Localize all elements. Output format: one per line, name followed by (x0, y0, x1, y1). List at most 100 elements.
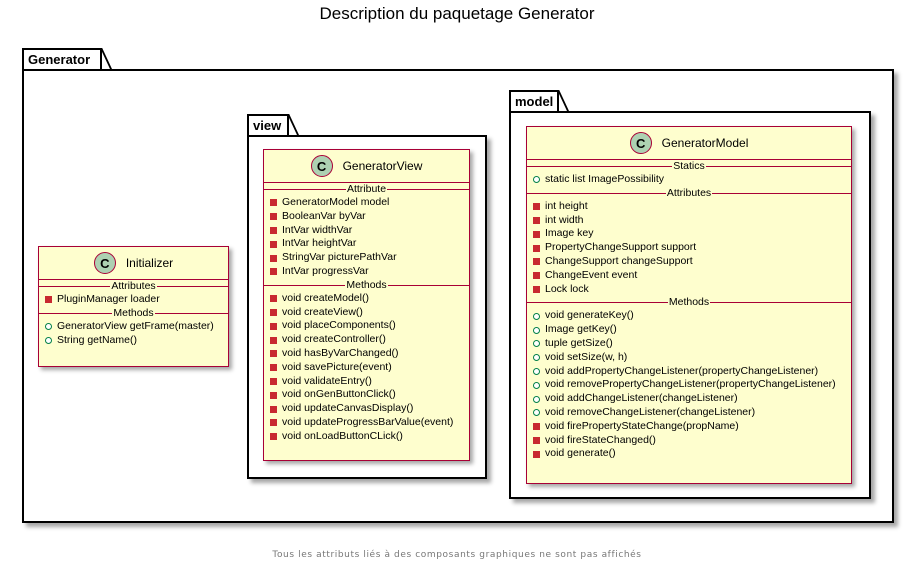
member-text: void savePicture(event) (282, 360, 392, 373)
member-text: StringVar picturePathVar (282, 251, 397, 264)
member-row: void fireStateChanged() (527, 434, 851, 448)
member-row: void firePropertyStateChange(propName) (527, 420, 851, 434)
class-icon: C (629, 132, 652, 154)
private-visibility-icon (270, 295, 277, 303)
private-visibility-icon (533, 423, 540, 431)
member-text: void addChangeListener(changeListener) (545, 392, 738, 405)
section-separator: Attribute (264, 183, 469, 196)
public-visibility-icon (533, 326, 540, 334)
member-row: void savePicture(event) (264, 361, 469, 375)
member-row: int width (527, 214, 851, 228)
class-header: C Initializer (39, 247, 228, 280)
public-visibility-icon (533, 409, 540, 417)
private-visibility-icon (270, 419, 277, 427)
public-visibility-icon (533, 354, 540, 362)
class-name: GeneratorModel (661, 136, 749, 150)
package-label-model: model (515, 94, 554, 109)
public-visibility-icon (533, 395, 540, 403)
private-visibility-icon (270, 322, 277, 330)
private-visibility-icon (270, 268, 277, 276)
member-row: Image getKey() (527, 323, 851, 337)
private-visibility-icon (533, 244, 540, 252)
package-tab-view: view (247, 114, 289, 137)
private-visibility-icon (270, 364, 277, 372)
section-separator: Attributes (39, 280, 228, 293)
private-visibility-icon (270, 350, 277, 358)
class-header: C GeneratorView (264, 150, 469, 183)
member-row: ChangeSupport changeSupport (527, 255, 851, 269)
member-text: void fireStateChanged() (545, 433, 656, 446)
member-row: void addChangeListener(changeListener) (527, 392, 851, 406)
member-row: tuple getSize() (527, 337, 851, 351)
member-row: GeneratorView getFrame(master) (39, 320, 228, 334)
member-text: int height (545, 199, 588, 212)
public-visibility-icon (533, 367, 540, 375)
member-row: int height (527, 200, 851, 214)
member-row: IntVar progressVar (264, 265, 469, 279)
member-row: void generateKey() (527, 309, 851, 323)
private-visibility-icon (270, 336, 277, 344)
member-text: void setSize(w, h) (545, 350, 628, 363)
member-row: void addPropertyChangeListener(propertyC… (527, 365, 851, 379)
member-text: void generate() (545, 447, 616, 460)
member-row: void updateProgressBarValue(event) (264, 416, 469, 430)
member-row: String getName() (39, 334, 228, 348)
member-row: void generate() (527, 447, 851, 461)
member-row: void createView() (264, 306, 469, 320)
private-visibility-icon (533, 216, 540, 224)
public-visibility-icon (533, 381, 540, 389)
private-visibility-icon (270, 391, 277, 399)
member-text: void validateEntry() (282, 374, 372, 387)
private-visibility-icon (270, 308, 277, 316)
section-label: Methods (667, 296, 711, 310)
section-separator: Methods (39, 306, 228, 320)
class-header: C GeneratorModel (527, 127, 851, 160)
section-label: Attribute (345, 183, 388, 196)
member-row: Image key (527, 227, 851, 241)
member-text: void createView() (282, 305, 363, 318)
member-text: void createController() (282, 333, 386, 346)
member-row: void createController() (264, 333, 469, 347)
public-visibility-icon (533, 340, 540, 348)
private-visibility-icon (533, 450, 540, 458)
member-row: IntVar widthVar (264, 224, 469, 238)
section-separator: Statics (527, 160, 851, 173)
member-text: void onGenButtonClick() (282, 388, 396, 401)
package-tab-generator: Generator (22, 48, 102, 71)
private-visibility-icon (533, 203, 540, 211)
member-text: GeneratorModel model (282, 196, 390, 208)
private-visibility-icon (45, 296, 52, 304)
member-row: PluginManager loader (39, 293, 228, 307)
public-visibility-icon (45, 336, 52, 344)
diagram-title: Description du paquetage Generator (319, 4, 595, 23)
private-visibility-icon (533, 272, 540, 280)
member-row: BooleanVar byVar (264, 210, 469, 224)
class-name: GeneratorView (342, 159, 423, 173)
class-initializer: C Initializer Attributes PluginManager l… (38, 246, 229, 367)
member-text: IntVar heightVar (282, 237, 357, 250)
member-row: GeneratorModel model (264, 196, 469, 210)
private-visibility-icon (533, 258, 540, 266)
private-visibility-icon (270, 405, 277, 413)
private-visibility-icon (270, 213, 277, 221)
package-label-view: view (253, 118, 282, 133)
member-row: Lock lock (527, 283, 851, 297)
member-text: void updateCanvasDisplay() (282, 402, 414, 415)
member-text: GeneratorView getFrame(master) (57, 319, 214, 332)
public-visibility-icon (45, 323, 52, 331)
member-text: void updateProgressBarValue(event) (282, 415, 454, 428)
section-separator: Attributes (527, 186, 851, 200)
member-row: static list ImagePossibility (527, 173, 851, 187)
public-visibility-icon (533, 312, 540, 320)
class-icon: C (93, 252, 116, 274)
member-text: ChangeEvent event (545, 268, 638, 281)
public-visibility-icon (533, 176, 540, 184)
section-label: Methods (345, 278, 388, 292)
member-text: PluginManager loader (57, 293, 160, 305)
private-visibility-icon (270, 240, 277, 248)
member-row: void createModel() (264, 292, 469, 306)
class-generator-model: C GeneratorModel Statics static list Ima… (526, 126, 852, 484)
member-row: ChangeEvent event (527, 269, 851, 283)
member-text: static list ImagePossibility (545, 173, 665, 185)
member-row: void removePropertyChangeListener(proper… (527, 378, 851, 392)
